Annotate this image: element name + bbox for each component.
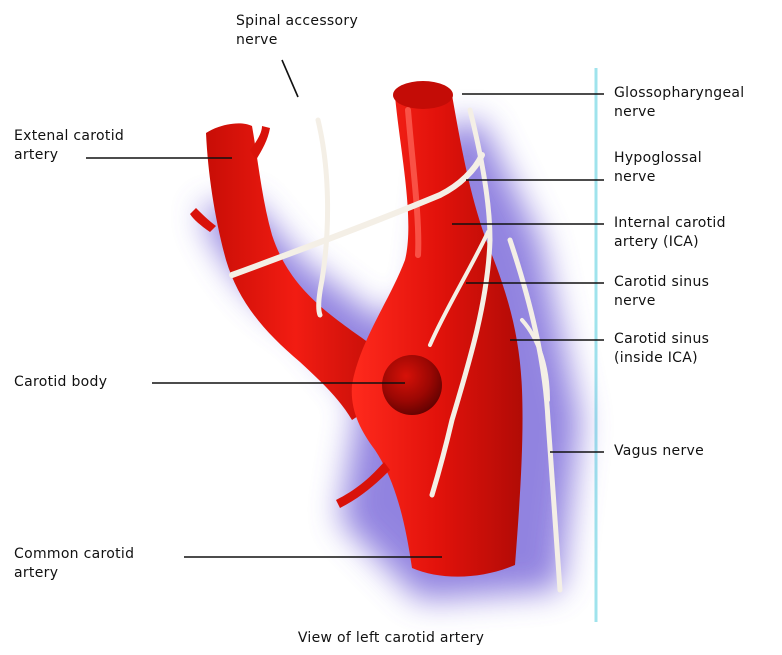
label-line: Carotid sinus xyxy=(614,273,709,292)
label-line: Glossopharyngeal xyxy=(614,84,744,103)
label-carotid-body: Carotid body xyxy=(14,373,107,392)
label-internal-carotid-artery: Internal carotid artery (ICA) xyxy=(614,214,726,252)
label-line: Extenal carotid xyxy=(14,127,124,146)
label-hypoglossal-nerve: Hypoglossal nerve xyxy=(614,149,702,187)
label-carotid-sinus-nerve: Carotid sinus nerve xyxy=(614,273,709,311)
label-line: Internal carotid xyxy=(614,214,726,233)
label-line: Carotid sinus xyxy=(614,330,709,349)
figure-caption: View of left carotid artery xyxy=(0,630,782,646)
label-line: artery xyxy=(14,146,124,165)
label-spinal-accessory-nerve: Spinal accessory nerve xyxy=(236,12,358,50)
label-line: Spinal accessory xyxy=(236,12,358,31)
label-line: nerve xyxy=(614,168,702,187)
label-line: (inside ICA) xyxy=(614,349,709,368)
label-line: Vagus nerve xyxy=(614,442,704,461)
label-line: Common carotid xyxy=(14,545,134,564)
label-common-carotid-artery: Common carotid artery xyxy=(14,545,134,583)
ica-top xyxy=(393,81,453,109)
leader-spinal-accessory xyxy=(282,60,298,97)
label-line: Hypoglossal xyxy=(614,149,702,168)
label-line: Carotid body xyxy=(14,373,107,392)
label-line: nerve xyxy=(614,292,709,311)
carotid-body-shape xyxy=(382,355,442,415)
label-carotid-sinus: Carotid sinus (inside ICA) xyxy=(614,330,709,368)
label-line: artery xyxy=(14,564,134,583)
label-external-carotid-artery: Extenal carotid artery xyxy=(14,127,124,165)
label-line: nerve xyxy=(614,103,744,122)
label-glossopharyngeal-nerve: Glossopharyngeal nerve xyxy=(614,84,744,122)
label-vagus-nerve: Vagus nerve xyxy=(614,442,704,461)
label-line: nerve xyxy=(236,31,358,50)
label-line: artery (ICA) xyxy=(614,233,726,252)
